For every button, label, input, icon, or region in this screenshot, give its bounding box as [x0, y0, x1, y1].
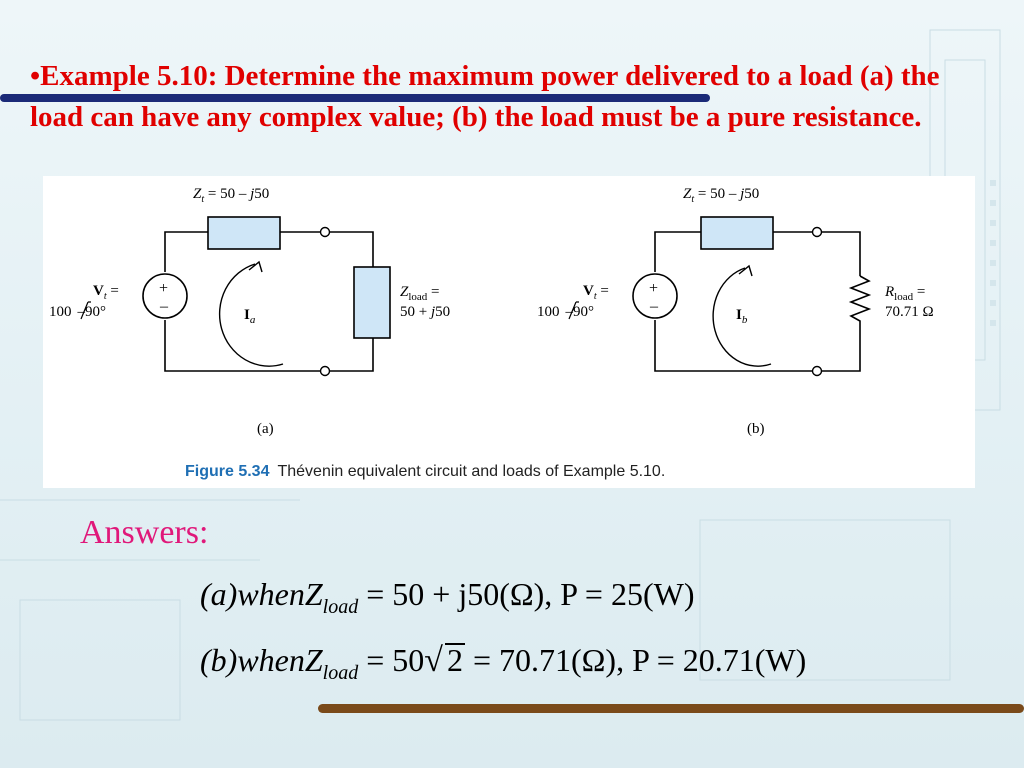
- terminal-a-bottom: [319, 365, 331, 377]
- terminal-b-top: [811, 226, 823, 238]
- vt-label-a: Vt =: [93, 283, 119, 302]
- circuit-figure: + – Zt = 50 – j50 Vt = 100–90° Ia Zload …: [43, 176, 975, 488]
- rload-value-b: 70.71 Ω: [885, 304, 934, 320]
- panel-label-b: (b): [747, 421, 765, 437]
- answers-label: Answers:: [80, 514, 209, 551]
- equation-b-prefix: (b)whenZ: [200, 642, 323, 678]
- equation-b-sub: load: [322, 662, 359, 684]
- circuit-a: [164, 231, 374, 372]
- bottom-decoration-bar: [318, 704, 1024, 713]
- source-plus-a: +: [159, 280, 168, 297]
- vt-label-b: Vt =: [583, 283, 609, 302]
- voltage-source-b: [632, 273, 678, 319]
- title-underline-bar: [0, 94, 710, 102]
- current-arrow-a: [218, 263, 284, 367]
- zt-impedance-box-b: [700, 216, 774, 250]
- zt-label-b: Zt = 50 – j50: [683, 186, 759, 205]
- zload-value-a: 50 + j50: [400, 304, 450, 320]
- terminal-b-bottom: [811, 365, 823, 377]
- equation-b-rest: = 70.71(Ω), P = 20.71(W): [464, 642, 807, 678]
- vt-value-b: 100–90°: [537, 304, 594, 320]
- equation-a-rest: = 50 + j50(Ω), P = 25(W): [358, 576, 695, 612]
- current-label-b: Ib: [736, 307, 748, 326]
- equation-b-root: 2: [444, 642, 465, 678]
- source-minus-b: –: [649, 298, 659, 315]
- equation-a: (a)whenZload = 50 + j50(Ω), P = 25(W): [200, 576, 694, 619]
- terminal-a-top: [319, 226, 331, 238]
- circuit-diagram: + – Zt = 50 – j50 Vt = 100–90° Ia Zload …: [49, 186, 934, 480]
- current-arrow-b: [712, 267, 772, 367]
- circuit-b: [654, 231, 872, 372]
- source-minus-a: –: [159, 298, 169, 315]
- current-label-a: Ia: [244, 307, 256, 326]
- zt-label-a: Zt = 50 – j50: [193, 186, 269, 205]
- zload-label-a: Zload =: [400, 284, 440, 303]
- equation-b: (b)whenZload = 50√2 = 70.71(Ω), P = 20.7…: [200, 642, 806, 685]
- slide-title: •Example 5.10: Determine the maximum pow…: [30, 60, 940, 133]
- zt-impedance-box-a: [207, 216, 281, 250]
- panel-label-a: (a): [257, 421, 274, 437]
- vt-value-a: 100–90°: [49, 304, 106, 320]
- equation-a-sub: load: [322, 596, 359, 618]
- zload-impedance-box-a: [353, 266, 391, 339]
- equation-a-prefix: (a)whenZ: [200, 576, 323, 612]
- rload-label-b: Rload =: [884, 284, 925, 303]
- voltage-source-a: [142, 273, 188, 319]
- source-plus-b: +: [649, 280, 658, 297]
- equation-b-mid: = 50: [358, 642, 425, 678]
- sqrt-symbol: √: [424, 642, 443, 679]
